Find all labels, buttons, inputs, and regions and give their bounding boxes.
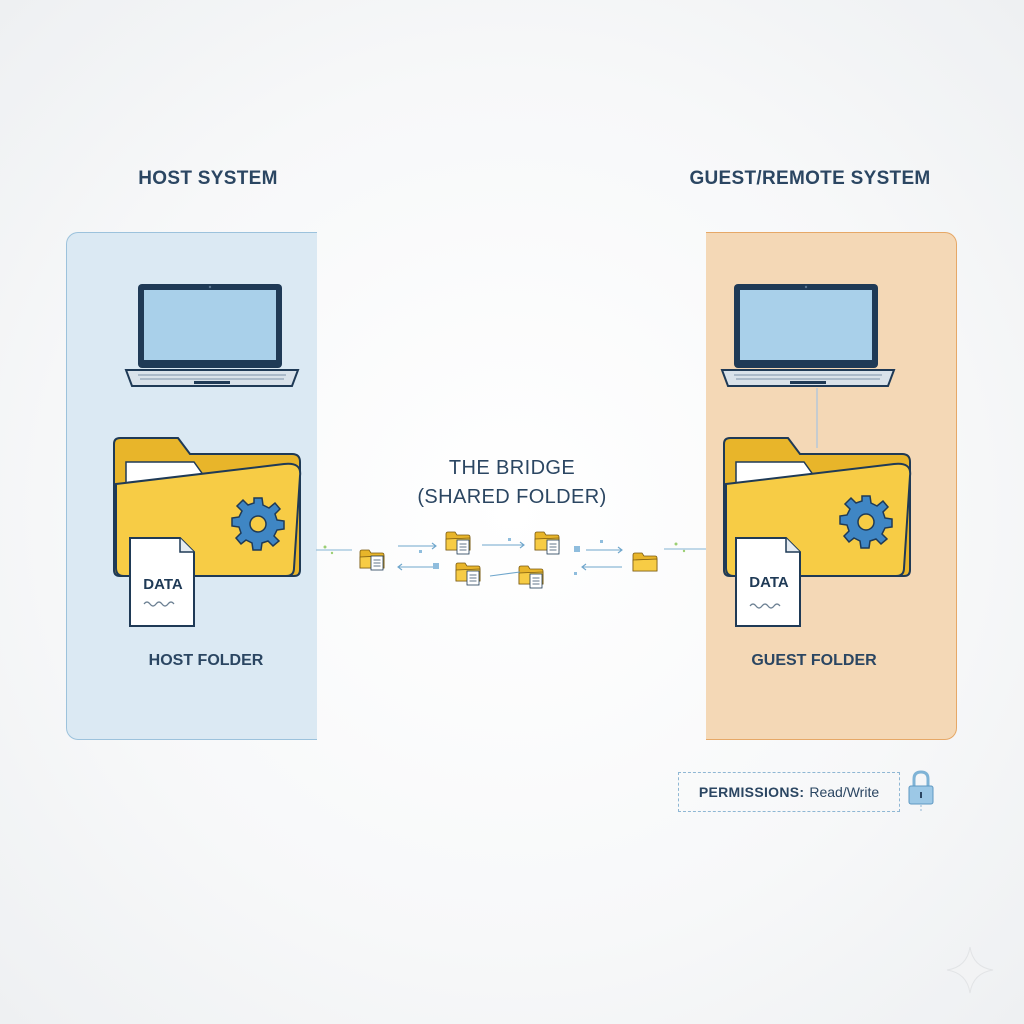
guest-data-document-icon bbox=[735, 537, 801, 627]
arrow-icon bbox=[398, 542, 437, 550]
permissions-value: Read/Write bbox=[809, 784, 880, 800]
arrow-icon bbox=[397, 563, 436, 571]
host-gear-icon bbox=[231, 497, 285, 551]
permissions-box: PERMISSIONS: Read/Write bbox=[678, 772, 900, 812]
host-data-document-icon bbox=[129, 537, 195, 627]
lock-icon bbox=[908, 770, 934, 812]
host-folder-icon bbox=[113, 437, 302, 627]
arrow-icon bbox=[489, 571, 521, 577]
host-laptop-icon bbox=[124, 284, 300, 387]
host-system-title: HOST SYSTEM bbox=[138, 168, 278, 189]
sparkle-icon bbox=[946, 946, 994, 994]
host-data-file-label: DATA bbox=[143, 576, 183, 593]
guest-gear-icon bbox=[839, 495, 893, 549]
bridge-folder-icon bbox=[518, 565, 544, 589]
permissions-label: PERMISSIONS: bbox=[698, 784, 805, 800]
guest-folder-label: GUEST FOLDER bbox=[751, 652, 877, 669]
guest-folder-icon bbox=[723, 437, 912, 627]
arrow-icon bbox=[586, 546, 623, 554]
bridge-folder-icon bbox=[534, 531, 560, 555]
host-folder-label: HOST FOLDER bbox=[148, 652, 264, 669]
transfer-arrows bbox=[397, 541, 623, 577]
arrow-icon bbox=[482, 541, 525, 549]
bridge-subtitle: (SHARED FOLDER) bbox=[417, 486, 607, 508]
bridge-folder-icon bbox=[359, 549, 385, 571]
guest-laptop-icon bbox=[720, 284, 896, 387]
bridge-folder-icon bbox=[455, 562, 481, 586]
guest-data-file-label: DATA bbox=[749, 574, 789, 591]
bridge-folder-icon bbox=[632, 552, 658, 572]
guest-connector-line bbox=[816, 388, 818, 448]
arrow-icon bbox=[581, 563, 622, 571]
guest-system-title: GUEST/REMOTE SYSTEM bbox=[689, 168, 931, 189]
bridge-title: THE BRIDGE bbox=[448, 457, 576, 479]
bridge-folder-icon bbox=[445, 531, 471, 555]
